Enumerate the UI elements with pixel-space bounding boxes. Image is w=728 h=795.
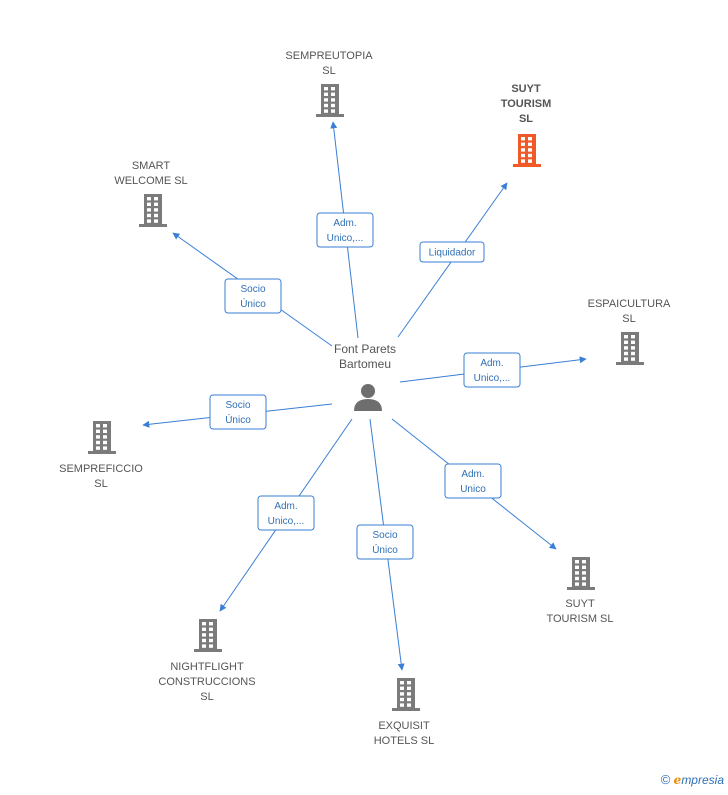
company-node-exquisit[interactable]: EXQUISIT HOTELS SL bbox=[374, 678, 435, 747]
company-node-suyt-tourism-top[interactable]: SUYT TOURISM SL bbox=[501, 83, 552, 167]
edge-label-text: Unico bbox=[460, 484, 486, 495]
company-label: SMART bbox=[132, 160, 171, 172]
company-node-sempreutopia[interactable]: SEMPREUTOPIA SL bbox=[285, 50, 373, 117]
person-icon bbox=[354, 384, 382, 411]
company-label: SL bbox=[519, 113, 533, 125]
building-icon bbox=[513, 134, 541, 167]
company-label: SL bbox=[200, 691, 213, 703]
building-icon bbox=[139, 194, 167, 227]
building-icon bbox=[392, 678, 420, 711]
edge-label-text: Adm. bbox=[274, 501, 297, 512]
edge-label-espaicultura[interactable]: Adm. Unico,... bbox=[463, 352, 521, 388]
company-node-nightflight[interactable]: NIGHTFLIGHT CONSTRUCCIONS SL bbox=[158, 619, 256, 703]
building-icon bbox=[316, 84, 344, 117]
edge-label-suyt-tourism-top[interactable]: Liquidador bbox=[419, 241, 485, 263]
edge-label-text: Unico,... bbox=[327, 233, 364, 244]
building-icon bbox=[194, 619, 222, 652]
brand-logo-e: e bbox=[673, 773, 682, 787]
company-label: CONSTRUCCIONS bbox=[158, 676, 255, 688]
company-label: SUYT bbox=[565, 598, 595, 610]
edge-label-nightflight[interactable]: Adm. Unico,... bbox=[257, 495, 315, 531]
copyright-icon: © bbox=[660, 772, 671, 787]
edge-label-suyt-tourism-bottom[interactable]: Adm. Unico bbox=[444, 463, 502, 499]
company-node-smart-welcome[interactable]: SMART WELCOME SL bbox=[114, 160, 188, 227]
company-node-sempreficcio[interactable]: SEMPREFICCIO SL bbox=[59, 421, 143, 490]
building-icon bbox=[88, 421, 116, 454]
company-label: SL bbox=[322, 65, 335, 77]
building-icon bbox=[616, 332, 644, 365]
edge-label-text: Socio bbox=[225, 400, 250, 411]
company-label: ESPAICULTURA bbox=[588, 298, 671, 310]
company-label: SL bbox=[94, 478, 107, 490]
brand-footer: © empresia bbox=[661, 772, 724, 787]
edge-label-text: Liquidador bbox=[429, 248, 476, 259]
edge-label-text: Socio bbox=[372, 530, 397, 541]
person-label: Bartomeu bbox=[339, 357, 391, 371]
company-label: TOURISM bbox=[501, 98, 552, 110]
edge-label-sempreutopia[interactable]: Adm. Unico,... bbox=[316, 212, 374, 248]
edge-label-text: Unico,... bbox=[268, 516, 305, 527]
company-label: TOURISM SL bbox=[546, 613, 613, 625]
company-label: WELCOME SL bbox=[114, 175, 187, 187]
edge-label-text: Único bbox=[372, 543, 398, 556]
person-label: Font Parets bbox=[334, 342, 396, 356]
company-node-suyt-tourism-bottom[interactable]: SUYT TOURISM SL bbox=[546, 557, 614, 625]
company-label: SUYT bbox=[511, 83, 541, 95]
brand-name: mpresia bbox=[681, 773, 724, 787]
edge-label-text: Único bbox=[240, 297, 266, 310]
edge-label-text: Único bbox=[225, 413, 251, 426]
company-label: SEMPREFICCIO bbox=[59, 463, 143, 475]
company-label: NIGHTFLIGHT bbox=[170, 661, 244, 673]
building-icon bbox=[567, 557, 595, 590]
company-label: HOTELS SL bbox=[374, 735, 435, 747]
edge-label-text: Adm. bbox=[461, 469, 484, 480]
company-label: SL bbox=[622, 313, 635, 325]
company-label: SEMPREUTOPIA bbox=[285, 50, 373, 62]
company-label: EXQUISIT bbox=[378, 720, 430, 732]
edge-label-text: Adm. bbox=[480, 358, 503, 369]
edge-label-text: Unico,... bbox=[474, 373, 511, 384]
company-node-espaicultura[interactable]: ESPAICULTURA SL bbox=[588, 298, 671, 365]
edge-label-text: Adm. bbox=[333, 218, 356, 229]
edge-label-text: Socio bbox=[240, 284, 265, 295]
